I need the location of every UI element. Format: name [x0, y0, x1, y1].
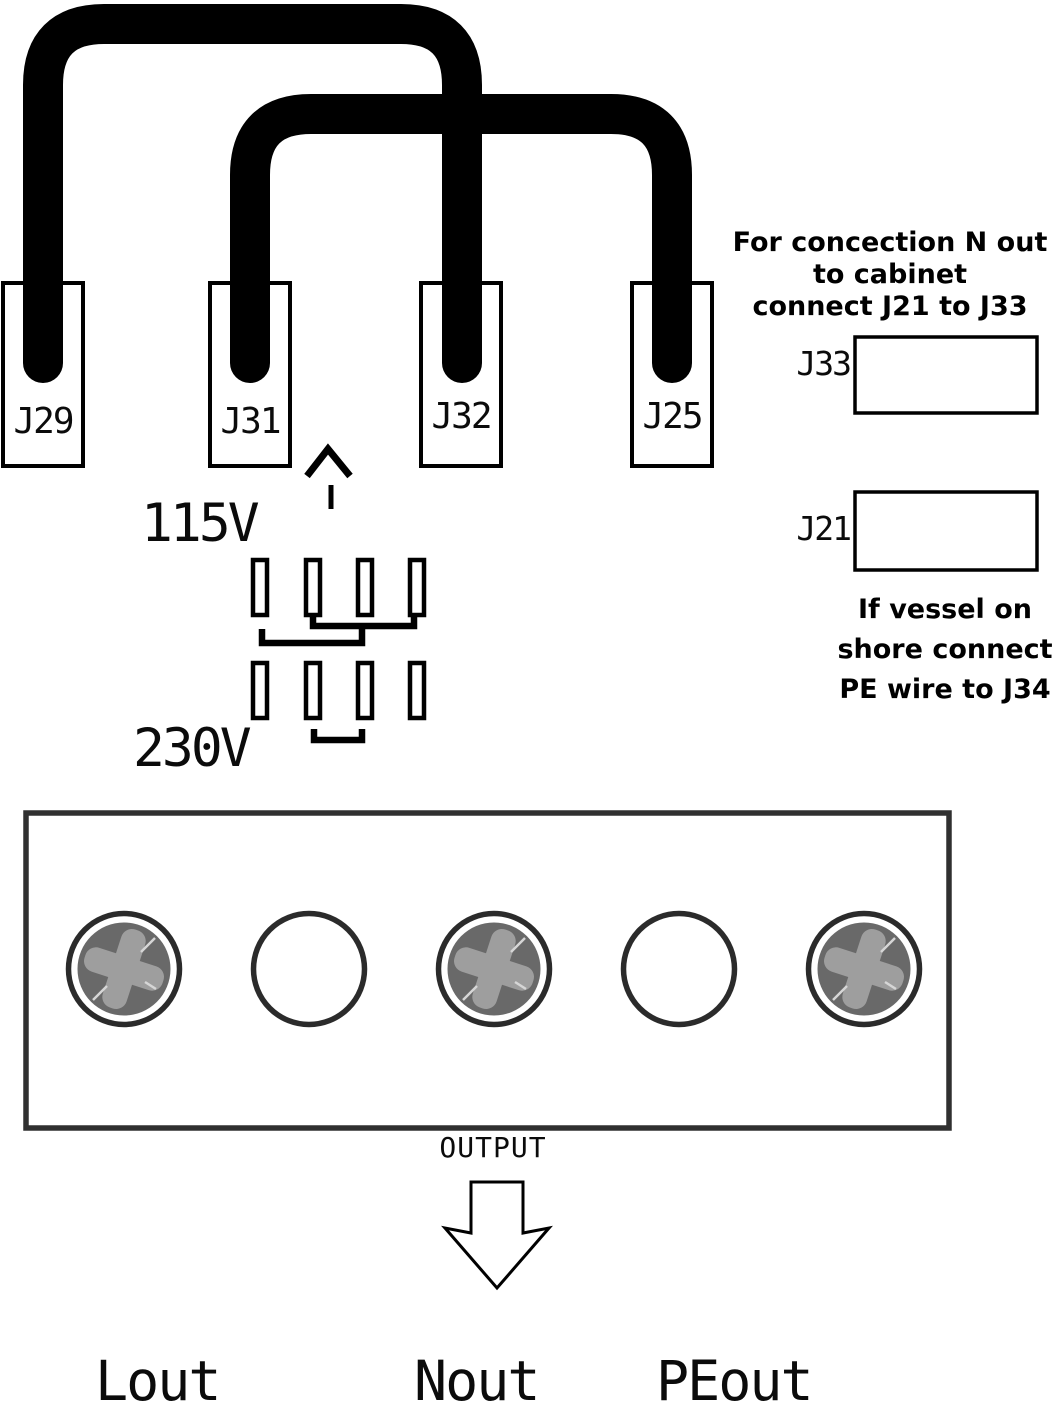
jumper-box-label-j33: J33 [796, 344, 852, 383]
jumper-wire-j29-j32 [23, 4, 482, 383]
voltage-label-115v: 115V [141, 493, 260, 554]
note-line: For concection N out [732, 227, 1048, 258]
connector-label-j31: J31 [220, 401, 281, 442]
jumper-box-j33 [853, 335, 1039, 415]
connector-label-j32: J32 [431, 396, 492, 437]
jumper-box-j21 [853, 490, 1039, 572]
terminal-label-lout: Lout [95, 1349, 221, 1408]
voltage-label-230v: 230V [133, 718, 252, 779]
connector-label-j29: J29 [13, 401, 74, 442]
terminal-label-peout: PEout [656, 1349, 814, 1408]
screw-icon [805, 910, 923, 1028]
pin [303, 557, 323, 618]
pin [355, 660, 375, 721]
jumper-wire-j31-j25 [230, 94, 692, 383]
voltage-pins-115v [250, 557, 427, 618]
bracket-230v [310, 729, 366, 744]
pin [407, 557, 427, 618]
voltage-pins-230v [250, 660, 427, 721]
pin [407, 660, 427, 721]
note-line: If vessel on [858, 594, 1032, 625]
down-arrow-icon [441, 1180, 553, 1291]
pin [303, 660, 323, 721]
pin [250, 660, 270, 721]
bracket-115v-lower [258, 626, 366, 647]
connector-label-j25: J25 [642, 396, 703, 437]
terminal-hole [250, 910, 368, 1028]
terminal-hole [620, 910, 738, 1028]
pin [355, 557, 375, 618]
note-line: shore connect [837, 634, 1053, 665]
screw-icon [65, 910, 183, 1028]
output-label: OUTPUT [439, 1131, 547, 1164]
pin [250, 557, 270, 618]
note-line: to cabinet [812, 259, 968, 290]
note-line: connect J21 to J33 [752, 291, 1028, 322]
terminal-label-nout: Nout [414, 1349, 540, 1408]
screw-icon [435, 910, 553, 1028]
note-n-out: For concection N out to cabinet connect … [718, 227, 1062, 323]
up-arrow-icon [304, 443, 353, 509]
note-pe: If vessel on shore connect PE wire to J3… [821, 590, 1063, 710]
jumper-box-label-j21: J21 [796, 509, 852, 548]
note-line: PE wire to J34 [839, 674, 1051, 705]
